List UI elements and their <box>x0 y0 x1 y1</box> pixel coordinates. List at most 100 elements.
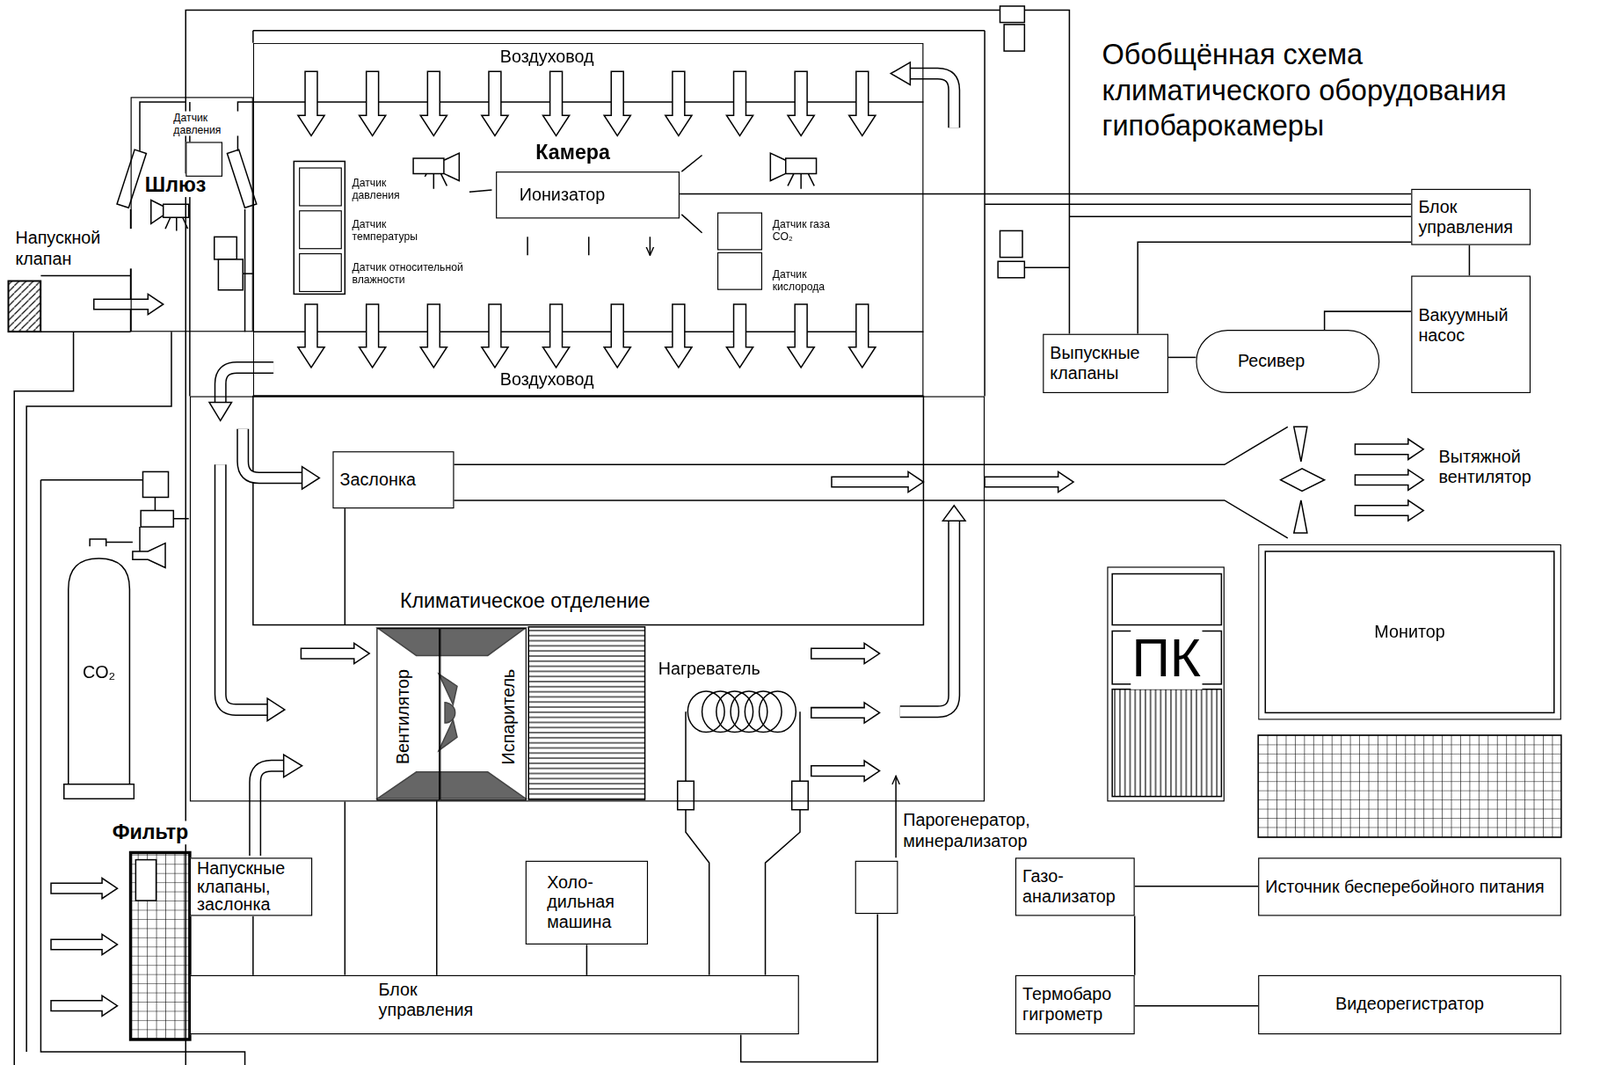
part-label: Нагреватель <box>658 659 761 680</box>
box-label: Датчик температуры <box>350 217 440 242</box>
connector-line <box>1168 356 1196 359</box>
heater-coil <box>744 690 782 732</box>
air-arrow <box>420 304 447 368</box>
air-arrow <box>849 71 876 136</box>
air-arrow <box>726 304 753 368</box>
box-label: Вентилятор <box>392 668 414 765</box>
heater-coil <box>730 690 768 732</box>
box-label: ПК <box>1130 627 1202 689</box>
chamber: КамераИонизатор Датчик давленияДатчик тем… <box>253 43 924 397</box>
connector-line <box>586 944 589 975</box>
air-arrow-head <box>209 401 233 421</box>
gas-analyzer: Газо- анализатор <box>1015 857 1135 916</box>
control-unit: Блок управления <box>189 974 800 1034</box>
air-arrow <box>603 71 631 136</box>
temperature-sensor: Датчик температуры <box>298 210 342 249</box>
air-arrow <box>420 71 447 136</box>
climate-section: Климатическое отделение ЗаслонкаВентилято… <box>189 395 985 801</box>
part-label: Воздуховод <box>500 46 595 67</box>
box-label: Датчик давления <box>350 176 430 202</box>
air-arrow-outline <box>254 765 284 856</box>
box-label: Фильтр <box>111 821 190 845</box>
air-arrow <box>50 933 117 954</box>
ionizer-box: Ионизатор <box>495 171 680 219</box>
air-arrow-head <box>302 466 320 490</box>
pressure-sensor: Датчик давления <box>185 141 223 176</box>
air-arrow <box>1354 469 1424 490</box>
oxygen-sensor: Датчик кислорода <box>717 252 763 291</box>
air-arrow <box>481 304 509 368</box>
box-label: Датчик относительной влажности <box>350 260 486 285</box>
air-arrow <box>359 71 386 136</box>
air-arrow <box>542 304 569 368</box>
thermo-baro-hygrometer: Термобаро гигрометр <box>1015 974 1135 1034</box>
box-label: Блок управления <box>1418 196 1524 237</box>
box-label: Видеорегистратор <box>1335 994 1484 1015</box>
co2-sensor: Датчик газа CO₂ <box>717 212 763 251</box>
ups-box: Источник бесперебойного питания <box>1258 857 1562 916</box>
heater-coil <box>759 690 797 732</box>
connector-line <box>1137 241 1411 335</box>
box-label: Ионизатор <box>519 184 605 205</box>
air-arrow <box>831 471 924 492</box>
air-arrow-body <box>242 429 302 479</box>
box-label: Вакуумный насос <box>1418 305 1524 345</box>
co2-cylinder: CO₂ <box>63 545 135 800</box>
connector-line <box>1134 1004 1259 1007</box>
box-label: Газо- анализатор <box>1022 866 1128 907</box>
air-arrow-outline <box>900 520 955 712</box>
cylinder-base <box>64 784 135 800</box>
air-arrow <box>50 995 117 1016</box>
air-arrow <box>94 293 164 314</box>
air-arrow <box>1354 500 1424 521</box>
airlock-region: ШлюзДатчик давления <box>130 96 254 332</box>
air-arrow <box>726 71 753 136</box>
box-label: Заслонка <box>340 469 416 490</box>
box-label: Напускной клапан <box>14 228 134 269</box>
connector-line <box>1134 885 1259 888</box>
air-arrow <box>811 760 880 781</box>
air-arrow <box>542 71 569 136</box>
heater-coil <box>716 690 754 732</box>
air-arrow <box>300 642 370 663</box>
part-label: Вытяжной вентилятор <box>1439 447 1567 488</box>
box-label: Ресивер <box>1237 351 1305 372</box>
air-arrow <box>50 878 117 899</box>
air-arrow <box>298 71 325 136</box>
heater-coil <box>687 690 725 732</box>
air-arrow-outline <box>909 73 954 129</box>
air-arrow <box>1354 438 1424 459</box>
cylinder-body <box>68 558 131 786</box>
box-label: Камера <box>534 140 611 165</box>
box-label: Напускные клапаны, заслонка <box>196 858 306 914</box>
box-label: Парогенератор, минерализатор <box>901 810 1078 851</box>
video-recorder: Видеорегистратор <box>1258 974 1562 1034</box>
air-arrow <box>787 304 815 368</box>
pc-tower: ПК <box>1106 566 1224 801</box>
box-label: Датчик давления <box>172 111 247 137</box>
air-arrow-head <box>942 505 966 521</box>
air-arrow-head <box>283 754 303 778</box>
air-arrow-outline <box>220 367 274 402</box>
filter-box: Фильтр <box>130 851 190 1039</box>
air-arrow <box>787 71 815 136</box>
humidity-sensor: Датчик относительной влажности <box>298 253 342 292</box>
air-arrow <box>984 471 1074 492</box>
air-arrow-outline <box>220 464 268 710</box>
box-label: Блок управления <box>378 980 481 1020</box>
air-arrow-outline <box>242 429 302 479</box>
inlet-valve: Напускной клапан <box>7 280 41 332</box>
air-arrow <box>811 642 880 663</box>
box-label: CO₂ <box>82 662 116 684</box>
air-arrow-body <box>254 765 284 856</box>
connector-line <box>252 916 255 975</box>
control-unit: Блок управления <box>1410 189 1531 246</box>
air-arrow <box>665 304 692 368</box>
air-arrow <box>298 304 325 368</box>
air-arrow-head <box>267 698 285 721</box>
box-label: Источник бесперебойного питания <box>1265 876 1545 897</box>
box-label: Климатическое отделение <box>399 589 652 613</box>
chiller-box: Холо- дильная машина <box>525 860 648 945</box>
